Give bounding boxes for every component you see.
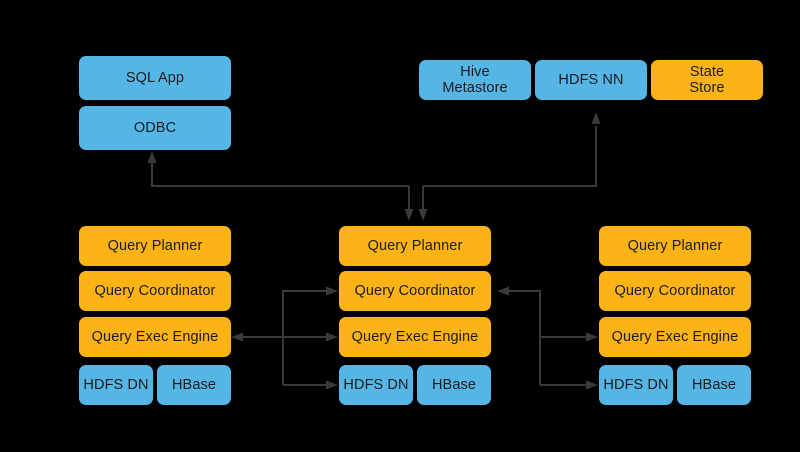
node-right-hbase[interactable]: HBase [677, 365, 751, 405]
connector-left-exec-to-middle-coordinator [282, 286, 338, 337]
odbc-box[interactable]: ODBC [79, 106, 231, 150]
node-right-query-planner[interactable]: Query Planner [599, 226, 751, 266]
node-right-query-exec-engine[interactable]: Query Exec Engine [599, 317, 751, 357]
node-left-query-coordinator[interactable]: Query Coordinator [79, 271, 231, 311]
node-middle-query-planner[interactable]: Query Planner [339, 226, 491, 266]
connector-bus-down-left [404, 186, 414, 221]
node-left-query-planner[interactable]: Query Planner [79, 226, 231, 266]
node-middle-query-coordinator[interactable]: Query Coordinator [339, 271, 491, 311]
node-middle-query-exec-engine[interactable]: Query Exec Engine [339, 317, 491, 357]
node-right-hdfs-dn[interactable]: HDFS DN [599, 365, 673, 405]
node-middle-hbase[interactable]: HBase [417, 365, 491, 405]
node-left-hdfs-dn[interactable]: HDFS DN [79, 365, 153, 405]
connector-right-bus-to-right-exec [540, 332, 598, 342]
connector-left-bus-to-middle-exec [283, 332, 338, 342]
node-right-query-coordinator[interactable]: Query Coordinator [599, 271, 751, 311]
connector-right-bus-to-right-hdfs-dn [540, 380, 598, 390]
connector-right-exec-to-middle-coordinator [497, 286, 541, 337]
hdfs-nn-box[interactable]: HDFS NN [535, 60, 647, 100]
node-left-hbase[interactable]: HBase [157, 365, 231, 405]
node-left-query-exec-engine[interactable]: Query Exec Engine [79, 317, 231, 357]
connector-odbc-to-middle-planner [147, 151, 409, 187]
sql-app-box[interactable]: SQL App [79, 56, 231, 100]
connector-left-exec-inbound [231, 332, 283, 342]
connector-left-bus-to-middle-hdfs-dn [283, 380, 338, 390]
hive-metastore-box[interactable]: Hive Metastore [419, 60, 531, 100]
state-store-box[interactable]: State Store [651, 60, 763, 100]
connector-bus-down-right [418, 186, 428, 221]
node-middle-hdfs-dn[interactable]: HDFS DN [339, 365, 413, 405]
connector-middle-planner-to-hdfs-nn [423, 112, 601, 187]
